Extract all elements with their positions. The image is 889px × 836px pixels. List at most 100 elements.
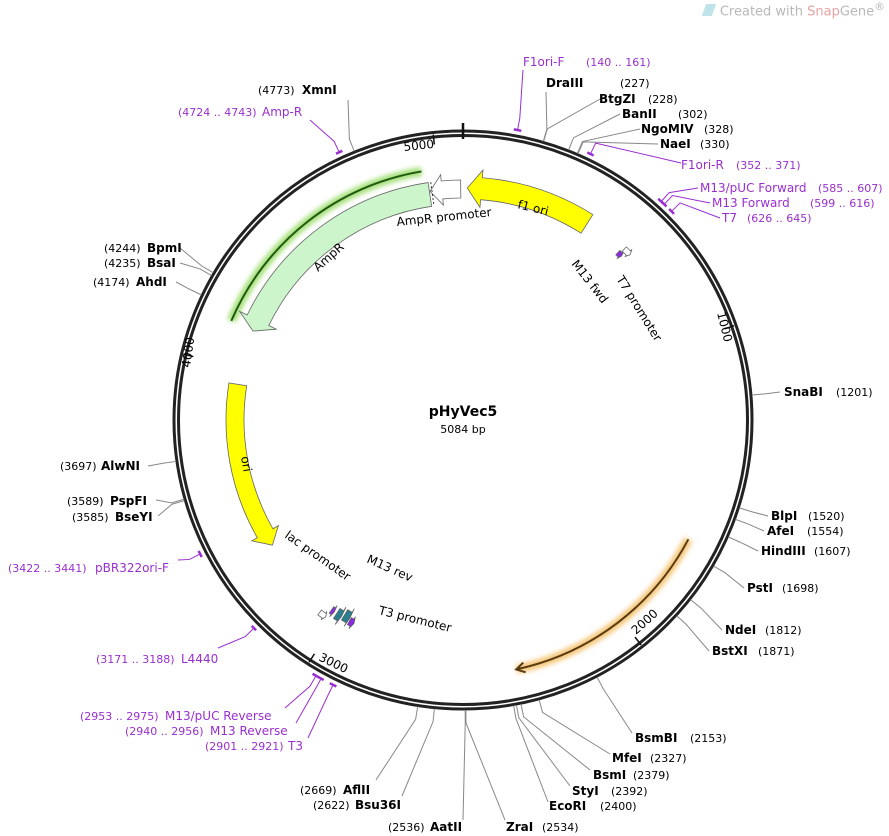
primer-name[interactable]: F1ori-F	[523, 55, 564, 69]
primer-name[interactable]: M13/pUC Reverse	[165, 709, 272, 723]
primer-site[interactable]: pBR322ori-F(3422 .. 3441)	[8, 550, 203, 575]
enzyme-name[interactable]: AflII	[343, 783, 370, 797]
primer-name[interactable]: Amp-R	[262, 105, 302, 119]
enzyme-name[interactable]: BanII	[622, 107, 657, 121]
enzyme-site[interactable]: XmnI(4773)	[258, 83, 355, 152]
enzyme-site[interactable]: BsaI(4235)	[104, 256, 212, 276]
feature-m13-rev[interactable]	[328, 605, 338, 618]
feature-lac-operator[interactable]	[340, 608, 355, 627]
enzyme-site[interactable]: NdeI(1812)	[690, 599, 802, 637]
primer-site[interactable]: F1ori-R(352 .. 371)	[586, 142, 801, 172]
primer-range: (599 .. 616)	[810, 197, 875, 210]
enzyme-name[interactable]: MfeI	[612, 751, 642, 765]
primer-name[interactable]: M13 Reverse	[210, 724, 288, 738]
enzyme-site[interactable]: PstI(1698)	[713, 565, 819, 595]
feature-label[interactable]: lac promoter	[282, 528, 353, 584]
enzyme-site[interactable]: SnaBI(1201)	[751, 385, 873, 399]
feature-ori[interactable]	[225, 382, 280, 546]
feature-label[interactable]: M13 fwd	[569, 257, 611, 306]
enzyme-site[interactable]: AflII(2669)	[300, 706, 419, 797]
enzyme-name[interactable]: BlpI	[771, 509, 797, 523]
enzyme-site[interactable]: NaeI(330)	[577, 137, 730, 154]
enzyme-site[interactable]: AhdI(4174)	[93, 275, 202, 296]
primer-site[interactable]: M13/pUC Reverse(2953 .. 2975)	[80, 672, 321, 723]
primer-leader-line	[517, 69, 524, 130]
enzyme-site[interactable]: BseYI(3585)	[72, 500, 185, 524]
enzyme-name[interactable]: ZraI	[506, 820, 533, 834]
enzyme-site[interactable]: AatII(2536)	[388, 709, 466, 834]
enzyme-site[interactable]: BsmBI(2153)	[596, 676, 727, 745]
enzyme-site[interactable]: AfeI (1554)	[735, 518, 844, 538]
feature-m13-fwd[interactable]	[615, 249, 625, 260]
feature-t3-promoter[interactable]	[317, 609, 328, 621]
primer-name[interactable]: pBR322ori-F	[95, 561, 169, 575]
feature-lac-promoter[interactable]	[332, 606, 347, 625]
enzyme-site[interactable]: BstXI(1871)	[676, 615, 795, 658]
enzyme-leader-line	[735, 518, 765, 532]
primer-site[interactable]: M13 Forward (599 .. 616)	[661, 194, 875, 210]
enzyme-site[interactable]: BlpI(1520)	[739, 507, 845, 523]
enzyme-name[interactable]: AlwNI	[101, 459, 140, 473]
enzyme-site[interactable]: NgoMIV(328)	[576, 122, 734, 154]
primer-name[interactable]: M13/pUC Forward	[700, 181, 807, 195]
feature-ampr-promoter[interactable]	[429, 173, 462, 207]
enzyme-name[interactable]: NaeI	[660, 137, 691, 151]
enzyme-name[interactable]: XmnI	[302, 83, 337, 97]
enzyme-site[interactable]: BtgZI(228)	[543, 92, 678, 142]
enzyme-site[interactable]: Bsu36I(2622)	[313, 708, 435, 812]
enzyme-name[interactable]: BpmI	[147, 241, 182, 255]
enzyme-site[interactable]: AlwNI(3697)	[60, 459, 177, 473]
enzyme-site[interactable]: BpmI(4244)	[104, 241, 214, 274]
enzyme-site[interactable]: MfeI(2327)	[538, 699, 687, 765]
enzyme-name[interactable]: StyI	[572, 784, 599, 798]
enzyme-name[interactable]: SnaBI	[784, 385, 823, 399]
enzyme-name[interactable]: BstXI	[712, 644, 748, 658]
enzyme-name[interactable]: HindIII	[761, 544, 806, 558]
primer-name[interactable]: T3	[287, 739, 303, 753]
feature-m13-rev-site[interactable]	[346, 616, 356, 629]
feature-t7-promoter[interactable]	[621, 246, 633, 258]
enzyme-name[interactable]: BseYI	[115, 510, 153, 524]
feature-label[interactable]: M13 rev	[365, 552, 415, 585]
enzyme-leader-line	[676, 615, 710, 652]
enzyme-name[interactable]: Bsu36I	[355, 798, 401, 812]
primer-site[interactable]: F1ori-F(140 .. 161)	[513, 55, 651, 133]
enzyme-site[interactable]: PspFI(3589)	[67, 494, 185, 508]
primer-name[interactable]: T7	[721, 211, 737, 225]
primer-site[interactable]: M13/pUC Forward(585 .. 607)	[657, 181, 883, 206]
enzyme-site[interactable]: ZraI(2534)	[465, 709, 579, 834]
enzyme-position: (1554)	[807, 525, 844, 538]
feature-ampr[interactable]	[238, 182, 433, 332]
enzyme-name[interactable]: NdeI	[725, 623, 756, 637]
primer-site[interactable]: M13 Reverse(2940 .. 2956)	[125, 676, 325, 738]
enzyme-name[interactable]: PspFI	[110, 494, 147, 508]
enzyme-name[interactable]: AfeI	[767, 524, 794, 538]
primer-site[interactable]: L4440(3171 .. 3188)	[96, 624, 257, 666]
feature-f1-ori[interactable]	[466, 168, 594, 234]
feature-label[interactable]: T7 promoter	[613, 272, 665, 343]
enzyme-name[interactable]: PstI	[747, 581, 773, 595]
enzyme-site[interactable]: BsmI(2379)	[520, 704, 670, 782]
enzyme-name[interactable]: BsmBI	[635, 731, 677, 745]
enzyme-name[interactable]: BtgZI	[599, 92, 636, 106]
enzyme-site[interactable]: DraIII(227)	[542, 76, 650, 142]
feature-label[interactable]: T3 promoter	[376, 603, 453, 635]
enzyme-name[interactable]: BsaI	[147, 256, 176, 270]
enzyme-name[interactable]: DraIII	[546, 76, 583, 90]
enzyme-name[interactable]: BsmI	[593, 768, 626, 782]
primer-site[interactable]: Amp-R(4724 .. 4743)	[178, 105, 343, 155]
feature-label[interactable]: ori	[238, 455, 254, 473]
enzyme-site[interactable]: EcoRI(2400)	[513, 705, 637, 813]
primer-site[interactable]: T3(2901 .. 2921)	[205, 682, 337, 753]
primer-site[interactable]: T7(626 .. 645)	[668, 202, 812, 225]
enzyme-name[interactable]: AatII	[430, 820, 462, 834]
enzyme-name[interactable]: EcoRI	[549, 799, 586, 813]
primer-name[interactable]: L4440	[181, 652, 218, 666]
enzyme-site[interactable]: StyI(2392)	[515, 704, 648, 798]
enzyme-name[interactable]: AhdI	[136, 275, 167, 289]
enzyme-site[interactable]: BanII(302)	[568, 107, 708, 151]
enzyme-site[interactable]: HindIII(1607)	[728, 536, 851, 558]
primer-name[interactable]: M13 Forward	[712, 196, 790, 210]
enzyme-name[interactable]: NgoMIV	[641, 122, 694, 136]
primer-name[interactable]: F1ori-R	[681, 158, 724, 172]
